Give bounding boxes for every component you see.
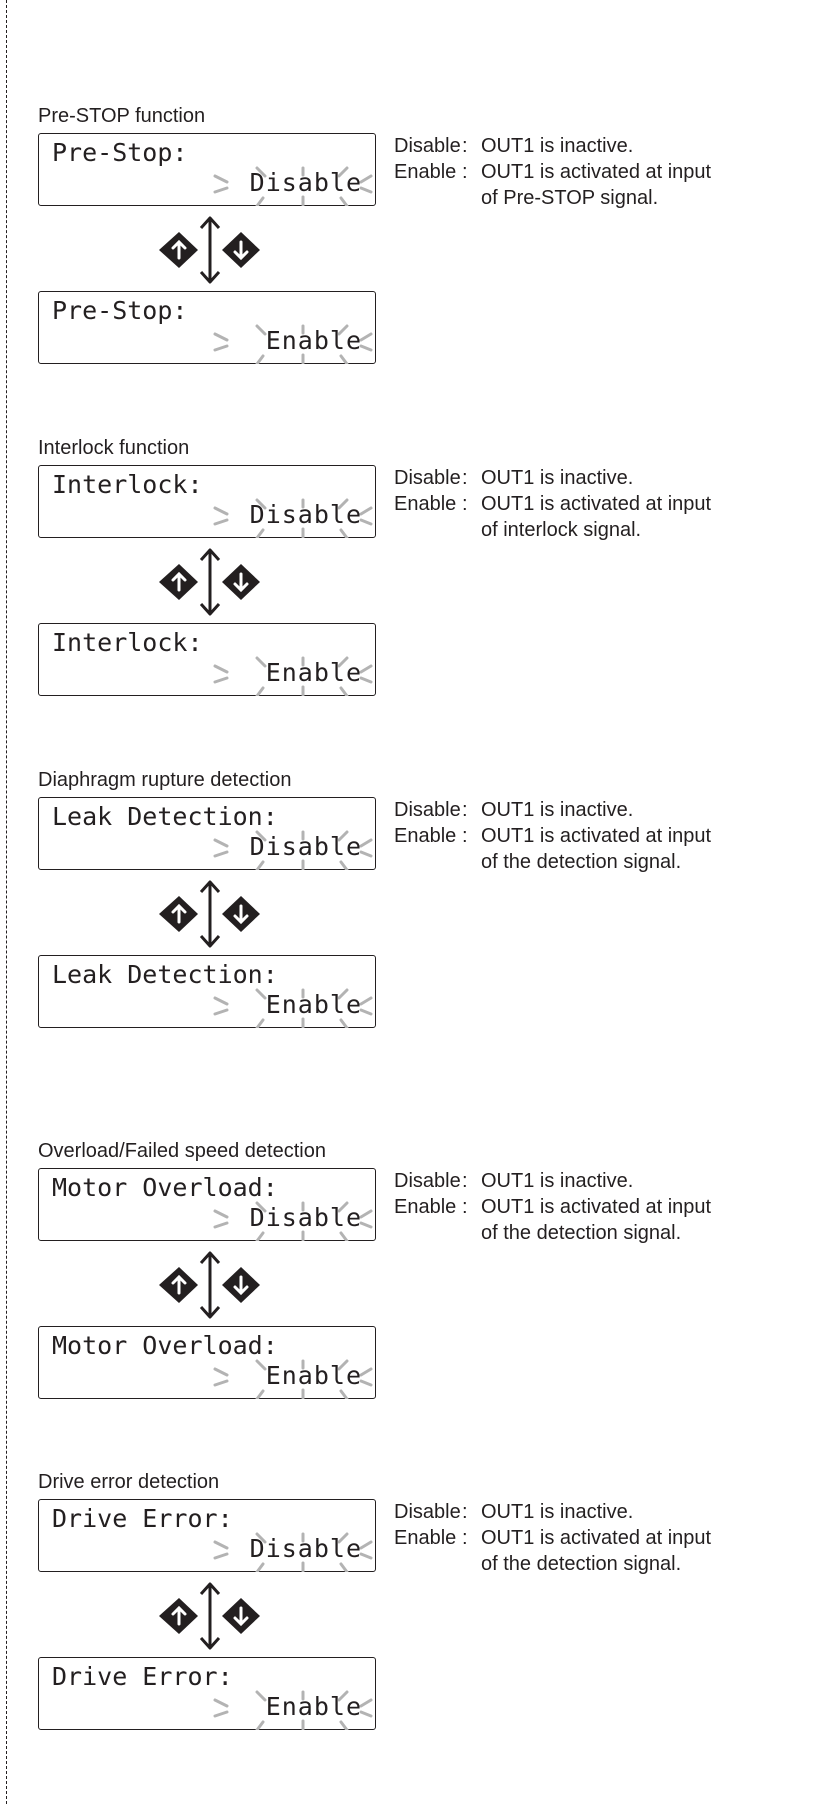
lcd-display-enable: Interlock: Enable xyxy=(38,623,376,696)
lcd-display-enable: Pre-Stop: Enable xyxy=(38,291,376,364)
section-title: Overload/Failed speed detection xyxy=(38,1140,326,1162)
desc-enable-text: OUT1 is activated at input xyxy=(481,1196,712,1218)
desc-enable-key: Enable xyxy=(394,493,457,515)
up-arrow-key-icon xyxy=(159,564,198,600)
desc-disable-text: OUT1 is inactive. xyxy=(481,135,634,157)
desc-disable-key: Disable xyxy=(394,135,461,157)
lcd-display-enable: Drive Error: Enable xyxy=(38,1657,376,1730)
toggle-arrows xyxy=(159,216,260,284)
desc-enable-key: Enable xyxy=(394,161,457,183)
section-title: Pre-STOP function xyxy=(38,105,206,127)
double-arrow-icon xyxy=(199,880,221,948)
lcd-display-disable: Motor Overload: Disable xyxy=(38,1168,376,1241)
section-title: Interlock function xyxy=(38,437,190,459)
up-arrow-key-icon xyxy=(159,1598,198,1634)
lcd-value: Enable xyxy=(265,658,362,687)
down-arrow-key-icon xyxy=(222,896,260,932)
setting-description: Disable:OUT1 is inactive. Enable:OUT1 is… xyxy=(394,1170,712,1244)
lcd-label: Motor Overload: xyxy=(52,1173,278,1202)
double-arrow-icon xyxy=(199,1251,221,1319)
desc-disable-text: OUT1 is inactive. xyxy=(481,799,634,821)
setting-description: Disable:OUT1 is inactive. Enable:OUT1 is… xyxy=(394,1501,712,1575)
lcd-display-enable: Leak Detection: Enable xyxy=(38,955,376,1028)
setting-description: Disable:OUT1 is inactive. Enable:OUT1 is… xyxy=(394,467,712,541)
blink-marks-icon xyxy=(213,1201,373,1241)
desc-enable-cont: of the detection signal. xyxy=(481,1222,682,1244)
blink-marks-icon xyxy=(213,324,373,364)
blink-marks-icon xyxy=(213,988,373,1028)
desc-enable-text: OUT1 is activated at input xyxy=(481,825,712,847)
double-arrow-icon xyxy=(199,1582,221,1650)
section-leak-detection: Diaphragm rupture detection Leak Detecti… xyxy=(38,768,798,1068)
lcd-display-disable: Interlock: Disable xyxy=(38,465,376,538)
lcd-label: Pre-Stop: xyxy=(52,138,188,167)
lcd-display-enable: Motor Overload: Enable xyxy=(38,1326,376,1399)
lcd-label: Motor Overload: xyxy=(52,1331,278,1360)
desc-enable-text: OUT1 is activated at input xyxy=(481,161,712,183)
section-drive-error: Drive error detection Drive Error: Disab… xyxy=(38,1470,798,1770)
section-motor-overload: Overload/Failed speed detection Motor Ov… xyxy=(38,1139,798,1439)
blink-marks-icon xyxy=(213,1532,373,1572)
desc-enable-key: Enable xyxy=(394,825,457,847)
lcd-value: Enable xyxy=(265,1361,362,1390)
section-title: Diaphragm rupture detection xyxy=(38,769,292,791)
lcd-display-disable: Drive Error: Disable xyxy=(38,1499,376,1572)
blink-marks-icon xyxy=(213,830,373,870)
blink-marks-icon xyxy=(213,166,373,206)
desc-enable-cont: of the detection signal. xyxy=(481,851,682,873)
down-arrow-key-icon xyxy=(222,564,260,600)
toggle-arrows xyxy=(159,1251,260,1319)
lcd-value: Enable xyxy=(265,326,362,355)
desc-enable-text: OUT1 is activated at input xyxy=(481,493,712,515)
setting-description: Disable:OUT1 is inactive. Enable:OUT1 is… xyxy=(394,135,712,209)
blink-marks-icon xyxy=(213,498,373,538)
section-interlock: Interlock function Interlock: Disable In… xyxy=(38,436,798,736)
down-arrow-key-icon xyxy=(222,1598,260,1634)
lcd-label: Leak Detection: xyxy=(52,802,278,831)
lcd-label: Drive Error: xyxy=(52,1662,233,1691)
setting-description: Disable:OUT1 is inactive. Enable:OUT1 is… xyxy=(394,799,712,873)
double-arrow-icon xyxy=(199,216,221,284)
desc-enable-cont: of the detection signal. xyxy=(481,1553,682,1575)
desc-disable-key: Disable xyxy=(394,467,461,489)
lcd-display-disable: Pre-Stop: Disable xyxy=(38,133,376,206)
lcd-label: Drive Error: xyxy=(52,1504,233,1533)
desc-disable-text: OUT1 is inactive. xyxy=(481,1170,634,1192)
section-title: Drive error detection xyxy=(38,1471,220,1493)
lcd-value: Enable xyxy=(265,1692,362,1721)
blink-marks-icon xyxy=(213,1690,373,1730)
desc-disable-key: Disable xyxy=(394,1170,461,1192)
desc-enable-key: Enable xyxy=(394,1527,457,1549)
lcd-label: Pre-Stop: xyxy=(52,296,188,325)
toggle-arrows xyxy=(159,880,260,948)
lcd-label: Interlock: xyxy=(52,628,203,657)
desc-enable-cont: of interlock signal. xyxy=(481,519,642,541)
blink-marks-icon xyxy=(213,656,373,696)
desc-enable-key: Enable xyxy=(394,1196,457,1218)
toggle-arrows xyxy=(159,1582,260,1650)
lcd-label: Interlock: xyxy=(52,470,203,499)
section-pre-stop: Pre-STOP function Pre-Stop: Disable Pre-… xyxy=(38,104,798,404)
blink-marks-icon xyxy=(213,1359,373,1399)
down-arrow-key-icon xyxy=(222,1267,260,1303)
down-arrow-key-icon xyxy=(222,232,260,268)
up-arrow-key-icon xyxy=(159,232,198,268)
desc-disable-text: OUT1 is inactive. xyxy=(481,467,634,489)
toggle-arrows xyxy=(159,548,260,616)
page-dashed-border xyxy=(6,0,7,1804)
desc-disable-text: OUT1 is inactive. xyxy=(481,1501,634,1523)
desc-disable-key: Disable xyxy=(394,799,461,821)
lcd-display-disable: Leak Detection: Disable xyxy=(38,797,376,870)
desc-enable-text: OUT1 is activated at input xyxy=(481,1527,712,1549)
lcd-value: Enable xyxy=(265,990,362,1019)
up-arrow-key-icon xyxy=(159,1267,198,1303)
up-arrow-key-icon xyxy=(159,896,198,932)
double-arrow-icon xyxy=(199,548,221,616)
desc-enable-cont: of Pre-STOP signal. xyxy=(481,187,659,209)
lcd-label: Leak Detection: xyxy=(52,960,278,989)
desc-disable-key: Disable xyxy=(394,1501,461,1523)
